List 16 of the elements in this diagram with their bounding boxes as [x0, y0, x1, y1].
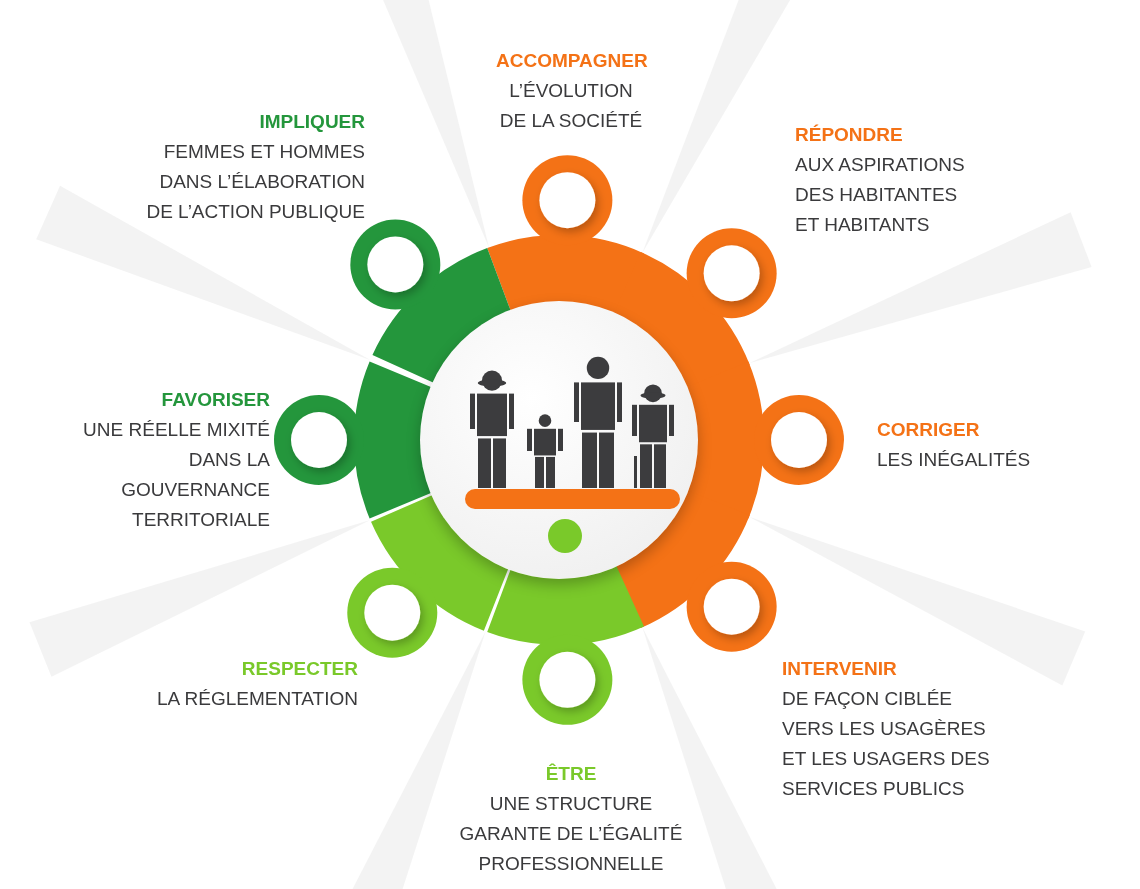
heading-text: ÊTRE: [545, 762, 597, 786]
heading-text: RÉPONDRE: [795, 123, 903, 147]
description-text: LES INÉGALITÉS: [877, 448, 1031, 472]
heading-text: FAVORISER: [161, 388, 270, 412]
heading-text: RESPECTER: [241, 657, 358, 681]
description-text: UNE RÉELLE MIXITÉ DANS LA GOUVERNANCE TERRITORIALE: [82, 418, 270, 532]
description-text: L’ÉVOLUTION DE LA SOCIÉTÉ: [498, 79, 644, 133]
heading-text: CORRIGER: [877, 418, 980, 442]
heading-text: IMPLIQUER: [259, 110, 365, 134]
heading-text: ACCOMPAGNER: [496, 49, 648, 73]
description-text: DE FAÇON CIBLÉE VERS LES USAGÈRES ET LES USAGERS DES SERVICES PUBLICS: [782, 687, 991, 801]
description-text: UNE STRUCTURE GARANTE DE L’ÉGALITÉ PROFESSIONNELLE: [458, 792, 684, 876]
description-text: LA RÉGLEMENTATION: [157, 687, 358, 711]
description-text: AUX ASPIRATIONS DES HABITANTES ET HABITANTS: [795, 153, 966, 237]
heading-text: INTERVENIR: [782, 657, 897, 681]
description-text: FEMMES ET HOMMES DANS L’ÉLABORATION DE L’ACTION PUBLIQUE: [145, 140, 365, 224]
